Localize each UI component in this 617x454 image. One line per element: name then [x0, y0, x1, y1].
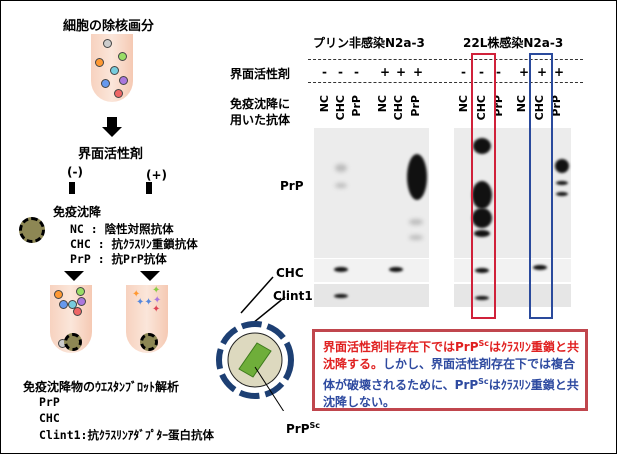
row-label-chc: CHC [276, 266, 304, 280]
detergent-sign: - [322, 65, 327, 79]
minus-label: (-) [67, 165, 83, 179]
ip-item-prp: PrP : 抗PrP抗体 [70, 252, 167, 266]
detergent-heading: 界面活性剤 [78, 147, 144, 162]
wb-item-chc: CHC [39, 411, 60, 425]
tube-plus: ✦ ✦ ✦✦ ✦ ✦ [126, 285, 168, 353]
detergent-sign: - [479, 65, 484, 79]
wb-item-clint1: Clint1:抗ｸﾗｽﾘﾝｱﾀﾞﾌﾟﾀｰ蛋白抗体 [39, 428, 214, 442]
lane-label: PrP [409, 95, 422, 117]
conclusion-box: 界面活性剤非存在下ではPrPScはｸﾗｽﾘﾝ重鎖と共沈降する。しかし、界面活性剤… [312, 329, 588, 411]
detergent-sign: - [461, 65, 466, 79]
wb-item-prp: PrP [39, 395, 60, 409]
tube-minus [50, 285, 92, 353]
detergent-sign: + [537, 65, 548, 79]
detergent-row-label: 界面活性剤 [230, 67, 291, 81]
fraction-title: 細胞の除核画分 [63, 19, 155, 34]
band [556, 192, 568, 196]
lane-label: NC [457, 95, 470, 113]
arrow-shaft [107, 117, 117, 127]
minus-bar [69, 182, 75, 194]
detergent-sign: + [554, 65, 565, 79]
ip-item-chc: CHC : 抗ｸﾗｽﾘﾝ重鎖抗体 [70, 237, 198, 251]
lane-label: NC [318, 95, 331, 113]
clint1-blot-uninfected [314, 284, 429, 307]
chc-blot-infected [454, 259, 571, 282]
divider [308, 82, 583, 83]
highlight-red [471, 53, 496, 319]
detergent-sign: + [413, 65, 424, 79]
ip-item-nc: NC : 陰性対照抗体 [70, 222, 174, 236]
band [556, 181, 568, 185]
plus-label: (+) [146, 168, 168, 182]
highlight-blue [529, 53, 553, 319]
band [407, 154, 427, 200]
detergent-sign: - [338, 65, 343, 79]
plus-bar [146, 182, 152, 194]
lane-label: NC [515, 95, 528, 113]
wb-title: 免疫沈降物のｳｴｽﾀﾝﾌﾞﾛｯﾄ解析 [23, 380, 180, 394]
lane-label: CHC [334, 95, 347, 121]
down-arrow-icon [102, 127, 122, 137]
row-label-prp: PrP [280, 179, 304, 193]
group-22l-infected: 22L株感染N2a-3 [463, 36, 564, 50]
band [474, 230, 490, 237]
detergent-sign: - [496, 65, 501, 79]
clint1-blot-infected [454, 284, 571, 307]
lane-label: NC [376, 95, 389, 113]
band [555, 159, 569, 173]
down-arrow-icon [64, 271, 84, 281]
lane-label: CHC [392, 95, 405, 121]
prpsc-label: PrPSc [286, 421, 321, 436]
detergent-sign: - [354, 65, 359, 79]
bead-icon [19, 217, 45, 243]
down-arrow-icon [140, 271, 160, 281]
antibody-row-label: 用いた抗体 [230, 113, 291, 127]
band [472, 181, 492, 209]
complex-model-icon [216, 276, 294, 411]
detergent-sign: + [380, 65, 391, 79]
band [472, 208, 492, 228]
detergent-sign: + [519, 65, 530, 79]
divider [308, 59, 583, 60]
chc-blot-uninfected [314, 259, 429, 282]
ip-title: 免疫沈降 [53, 205, 102, 219]
antibody-row-label: 免疫沈降に [230, 97, 291, 111]
detergent-sign: + [396, 65, 407, 79]
group-uninfected: プリン非感染N2a-3 [313, 36, 425, 50]
tube-fraction [91, 34, 133, 102]
lane-label: PrP [350, 95, 363, 117]
band [473, 138, 491, 154]
